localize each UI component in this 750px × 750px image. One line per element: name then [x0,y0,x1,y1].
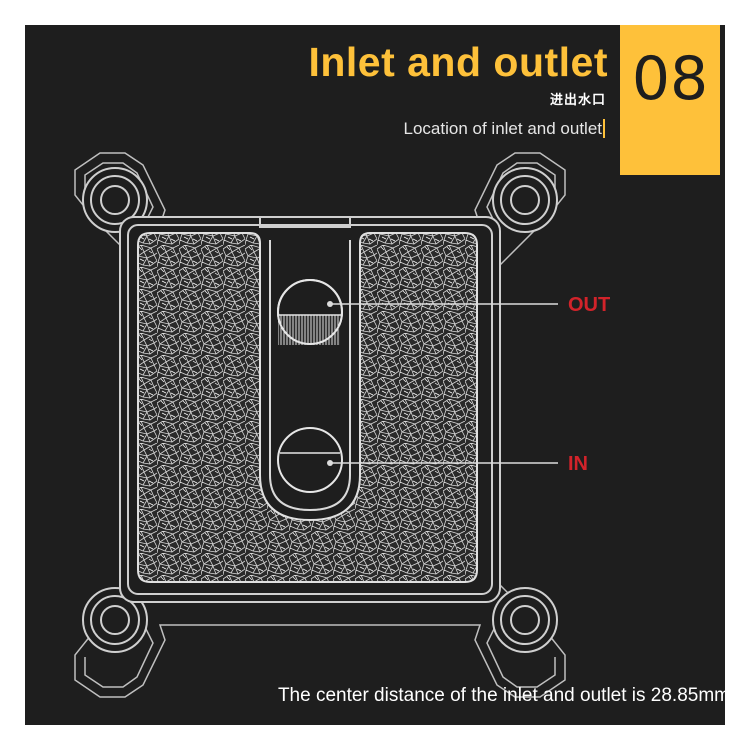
section-number: 08 [631,44,709,114]
outlet-port [277,279,343,345]
inlet-port [277,427,343,493]
inlet-label: IN [568,453,588,475]
outlet-label: OUT [568,294,611,316]
distance-caption: The center distance of the inlet and out… [277,685,725,706]
location-label: Location of inlet and outlet [403,119,602,138]
waterblock-diagram [74,152,566,698]
leader-lines [327,301,558,466]
crystal-plate [137,232,478,583]
section-title: Inlet and outlet [308,39,608,85]
product-panel: 08 Inlet and outlet 进出水口 Location of inl… [25,25,725,725]
section-subtitle: 进出水口 [549,92,606,107]
screw-posts [82,167,558,653]
accent-bar [603,119,605,138]
section-number-badge: 08 [620,25,720,175]
